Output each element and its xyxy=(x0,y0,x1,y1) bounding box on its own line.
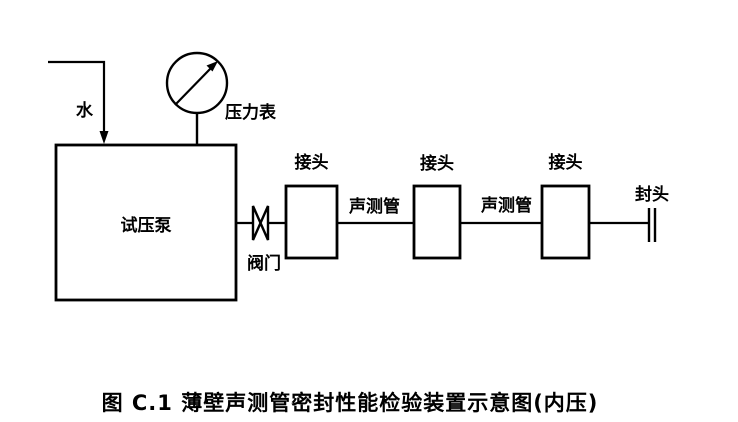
acoustic-pipe-label-1: 声测管 xyxy=(349,197,400,217)
water-inlet-arrowhead-icon xyxy=(99,131,109,144)
connector-box-1 xyxy=(284,184,339,260)
acoustic-pipe-label-2: 声测管 xyxy=(481,196,532,216)
pressure-gauge-needle xyxy=(174,66,213,106)
connector-label-3: 接头 xyxy=(548,153,583,173)
test-pump-label: 试压泵 xyxy=(120,216,172,236)
test-pump-box xyxy=(54,143,238,302)
pressure-gauge-needle-arrowhead-icon xyxy=(206,61,218,72)
water-label: 水 xyxy=(76,101,93,121)
connector-label-1: 接头 xyxy=(294,153,329,173)
connector-box-3 xyxy=(540,184,591,260)
connector-label-2: 接头 xyxy=(420,154,454,174)
connector-box-2 xyxy=(412,184,462,260)
end-cap-label: 封头 xyxy=(635,185,669,205)
valve-symbol-icon xyxy=(251,205,270,241)
valve-label: 阀门 xyxy=(247,254,281,274)
pressure-gauge-label: 压力表 xyxy=(225,103,276,123)
figure-caption: 图 C.1 薄壁声测管密封性能检验装置示意图(内压) xyxy=(101,391,599,415)
water-inlet-line xyxy=(48,60,106,133)
